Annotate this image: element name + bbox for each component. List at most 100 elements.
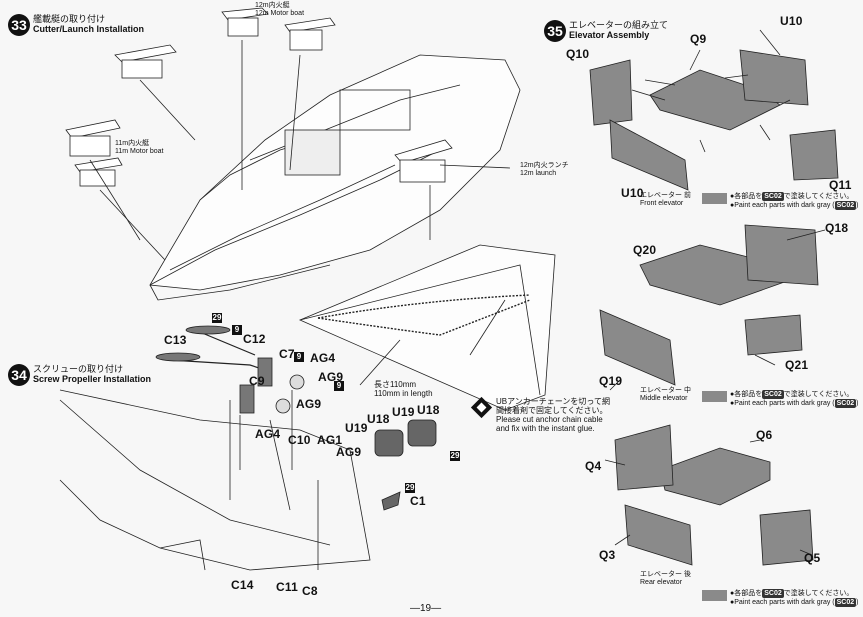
paint-en-pre: ●Paint each parts with dark gray ( (730, 202, 835, 209)
part-c1: C1 (410, 494, 426, 508)
step-34-number: 34 (8, 364, 30, 386)
badge-29: 29 (405, 483, 415, 493)
step-35-title-jp: エレベーターの組み立て (569, 20, 669, 30)
rear-elevator-en: Rear elevator (640, 579, 683, 586)
part-q9: Q9 (690, 32, 707, 46)
step-33-number: 33 (8, 14, 30, 36)
callout-12m-motor-boat-jp: 12m内火艇 (255, 2, 290, 9)
part-q20: Q20 (633, 243, 657, 257)
part-ag9: AG9 (296, 397, 322, 411)
paint-en-pre: ●Paint each parts with dark gray ( (730, 599, 835, 606)
part-ag1: AG1 (317, 433, 343, 447)
front-elevator-jp: エレベーター 前 (640, 192, 691, 199)
part-q4: Q4 (585, 459, 602, 473)
paint-code: SC02 (762, 390, 784, 399)
chain-instruction-en: Please cut anchor chain cable and fix wi… (496, 415, 603, 433)
middle-elevator-jp: エレベーター 中 (640, 387, 691, 394)
part-u19: U19 (345, 421, 368, 435)
part-c12: C12 (243, 332, 266, 346)
step-33-title-jp: 艦載艇の取り付け (33, 14, 106, 24)
paint-jp-pre: ●各部品を (730, 193, 763, 200)
part-q11: Q11 (829, 178, 852, 192)
step-33-title: 艦載艇の取り付け Cutter/Launch Installation (33, 14, 144, 34)
callout-11m-motor-boat-jp: 11m内火艇 (115, 140, 150, 147)
paint-code: SC02 (762, 192, 784, 201)
paint-code: SC02 (762, 589, 784, 598)
callout-11m-motor-boat: 11m内火艇 11m Motor boat (115, 140, 164, 156)
front-elevator-label: エレベーター 前 Front elevator (640, 192, 691, 208)
part-ag9: AG9 (318, 370, 344, 384)
part-c7: C7 (279, 347, 295, 361)
badge-29: 29 (212, 313, 222, 323)
page-number: —19— (410, 603, 442, 614)
middle-elevator-label: エレベーター 中 Middle elevator (640, 387, 691, 403)
paint-en-post: ) (856, 599, 859, 606)
part-c10: C10 (288, 433, 311, 447)
paint-jp-post: で塗装してください。 (783, 590, 854, 597)
part-q5: Q5 (804, 551, 821, 565)
part-u18: U18 (417, 403, 440, 417)
callout-12m-motor-boat-en: 12m Motor boat (255, 10, 305, 17)
step-35-number: 35 (544, 20, 566, 42)
badge-9: 9 (232, 325, 242, 335)
paint-en-post: ) (856, 202, 859, 209)
callout-12m-launch-jp: 12m内火ランチ (520, 162, 569, 169)
part-ag4: AG4 (255, 427, 281, 441)
step-33-title-en: Cutter/Launch Installation (33, 24, 145, 34)
step-34-title: スクリューの取り付け Screw Propeller Installation (33, 364, 151, 384)
badge-29: 29 (450, 451, 460, 461)
callout-12m-launch-en: 12m launch (520, 170, 557, 177)
part-q21: Q21 (785, 358, 809, 372)
paint-code: SC02 (834, 399, 857, 408)
badge-9: 9 (334, 381, 344, 391)
paint-jp-post: で塗装してください。 (783, 193, 854, 200)
part-q10: Q10 (566, 47, 590, 61)
part-c9: C9 (249, 374, 265, 388)
chain-length-en: 110mm in length (374, 389, 433, 398)
step-35-title-en: Elevator Assembly (569, 30, 650, 40)
middle-elevator-en: Middle elevator (640, 395, 688, 402)
paint-swatch-dark-gray (702, 391, 727, 402)
part-c8: C8 (302, 584, 318, 598)
chain-instruction-jp: UBアンカーチェーンを切って網間接着剤で固定してください。 (496, 397, 610, 415)
chain-length-note: 長さ110mm 110mm in length (374, 380, 433, 398)
callout-12m-launch: 12m内火ランチ 12m launch (520, 162, 569, 178)
step-34-title-jp: スクリューの取り付け (33, 364, 124, 374)
paint-jp-pre: ●各部品を (730, 391, 763, 398)
part-c14: C14 (231, 578, 254, 592)
step-35-title: エレベーターの組み立て Elevator Assembly (569, 20, 668, 40)
step-34-title-en: Screw Propeller Installation (33, 374, 152, 384)
paint-en-post: ) (856, 400, 859, 407)
part-q6: Q6 (756, 428, 773, 442)
paint-swatch-dark-gray (702, 590, 727, 601)
front-elevator-en: Front elevator (640, 200, 684, 207)
paint-code: SC02 (834, 201, 857, 210)
part-c11: C11 (276, 580, 298, 594)
part-u19: U19 (392, 405, 415, 419)
part-u18: U18 (367, 412, 390, 426)
chain-length-jp: 長さ110mm (374, 380, 417, 389)
paint-swatch-dark-gray (702, 193, 727, 204)
callout-12m-motor-boat: 12m内火艇 12m Motor boat (255, 2, 304, 18)
rear-elevator-jp: エレベーター 後 (640, 571, 691, 578)
part-c13: C13 (164, 333, 187, 347)
part-q3: Q3 (599, 548, 616, 562)
part-ag9: AG9 (336, 445, 362, 459)
paint-jp-post: で塗装してください。 (783, 391, 854, 398)
part-u10: U10 (780, 14, 803, 28)
chain-instruction-note: UBアンカーチェーンを切って網間接着剤で固定してください。 Please cut… (496, 397, 616, 433)
paint-code: SC02 (834, 598, 857, 607)
paint-jp-pre: ●各部品を (730, 590, 763, 597)
badge-9: 9 (294, 352, 304, 362)
callout-11m-motor-boat-en: 11m Motor boat (115, 148, 164, 155)
part-ag4: AG4 (310, 351, 336, 365)
paint-en-pre: ●Paint each parts with dark gray ( (730, 400, 835, 407)
rear-elevator-label: エレベーター 後 Rear elevator (640, 571, 691, 587)
part-q19: Q19 (599, 374, 623, 388)
part-u10: U10 (621, 186, 644, 200)
part-q18: Q18 (825, 221, 849, 235)
